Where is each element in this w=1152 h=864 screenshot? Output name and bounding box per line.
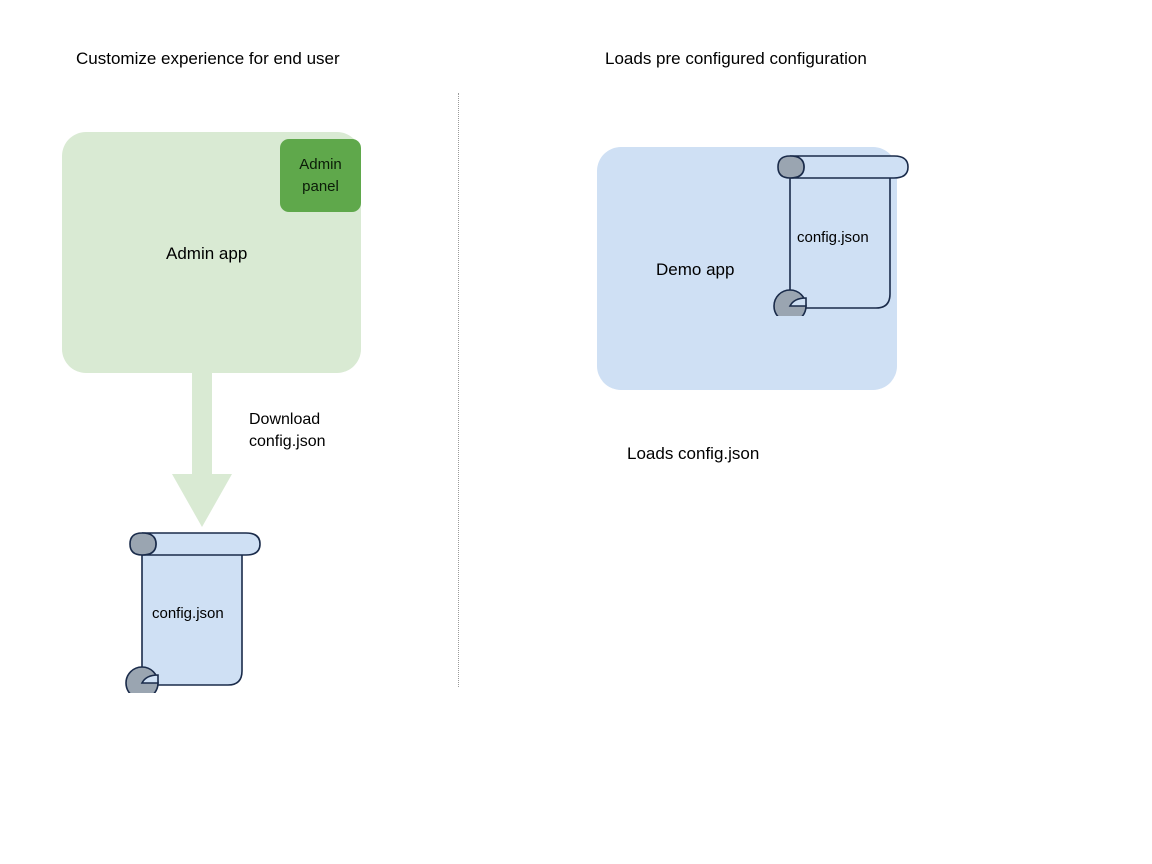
download-arrow <box>172 370 232 527</box>
column-divider <box>458 93 459 687</box>
admin-panel-box[interactable]: Admin panel <box>280 139 361 212</box>
left-column-heading: Customize experience for end user <box>76 49 340 68</box>
config-json-document-left[interactable] <box>118 527 270 693</box>
admin-app-label: Admin app <box>166 244 248 263</box>
right-column-heading: Loads pre configured configuration <box>605 49 867 68</box>
config-json-label-right: config.json <box>797 229 869 246</box>
config-json-label-left: config.json <box>152 605 224 622</box>
loads-config-caption: Loads config.json <box>627 444 760 463</box>
download-arrow-label-text: Download config.json <box>249 411 326 450</box>
config-json-document-right[interactable] <box>766 150 918 316</box>
admin-panel-label: Admin panel <box>299 155 342 195</box>
demo-app-label: Demo app <box>656 260 735 279</box>
download-arrow-label: Download config.json <box>249 409 326 453</box>
